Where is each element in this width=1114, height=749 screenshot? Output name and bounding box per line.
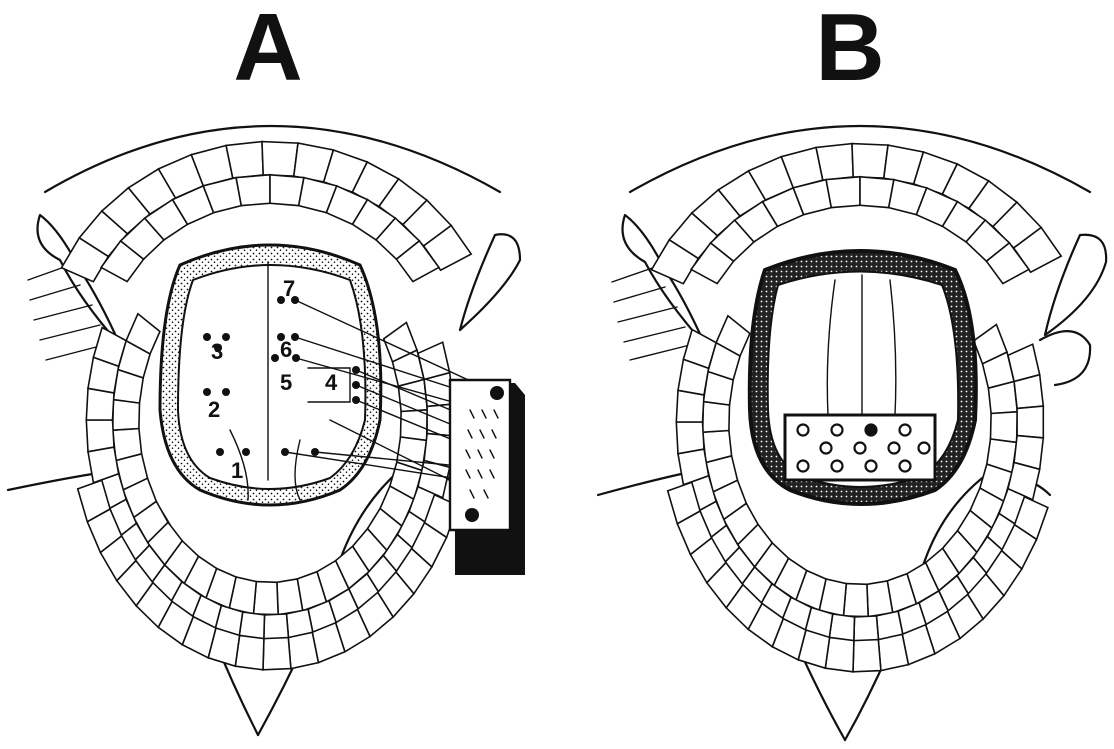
tissue-cell: [263, 638, 291, 670]
site-1: 1: [231, 458, 243, 483]
tissue-cell: [988, 382, 1017, 414]
tissue-cell: [867, 581, 893, 617]
inner-cavity: [178, 265, 365, 489]
tissue-cell: [852, 144, 888, 179]
tissue-cell: [254, 582, 279, 615]
tissue-cell: [816, 144, 853, 181]
tissue-cell: [703, 431, 732, 463]
tissue-cell: [826, 177, 860, 208]
array-electrode: [889, 443, 900, 454]
electrode-array: [785, 415, 935, 480]
array-electrode: [900, 425, 911, 436]
electrode-connector: [450, 380, 525, 575]
panel-a: A 1 2 3 4 5 6 7: [8, 0, 525, 735]
array-electrode: [866, 461, 877, 472]
array-electrode: [832, 425, 843, 436]
tissue-cell: [1017, 406, 1043, 438]
tissue-cell: [86, 388, 114, 420]
panel-a-label: A: [233, 0, 302, 101]
array-electrode: [900, 461, 911, 472]
array-electrode: [832, 461, 843, 472]
tissue-cell: [86, 420, 114, 452]
right-flap-lobe-b: [1040, 331, 1090, 385]
tissue-cell: [398, 380, 427, 412]
tissue-cell: [401, 410, 428, 441]
array-electrode: [798, 425, 809, 436]
site-4: 4: [325, 370, 338, 395]
tissue-cell: [703, 402, 730, 433]
tissue-cell: [113, 400, 140, 431]
tissue-cell: [113, 429, 142, 461]
site-5: 5: [280, 370, 292, 395]
tissue-cell: [236, 175, 270, 206]
panel-b-label: B: [815, 0, 884, 101]
tissue-cell: [288, 632, 318, 668]
array-electrode: [919, 443, 930, 454]
array-electrode: [821, 443, 832, 454]
tissue-cell: [853, 640, 881, 672]
site-2: 2: [208, 397, 220, 422]
tissue-cell: [991, 412, 1018, 443]
tissue-cell: [226, 142, 263, 179]
tissue-cell: [262, 142, 298, 177]
tissue-cell: [1014, 375, 1043, 409]
tissue-cell: [844, 584, 869, 617]
tissue-cell: [676, 390, 704, 422]
tissue-cell: [878, 634, 908, 670]
tissue-cell: [676, 422, 704, 454]
tissue-cell: [277, 579, 303, 615]
array-electrode: [798, 461, 809, 472]
right-flap: [460, 234, 520, 330]
array-electrode: [855, 443, 866, 454]
array-electrode: [866, 425, 877, 436]
panel-b: B: [598, 0, 1106, 740]
